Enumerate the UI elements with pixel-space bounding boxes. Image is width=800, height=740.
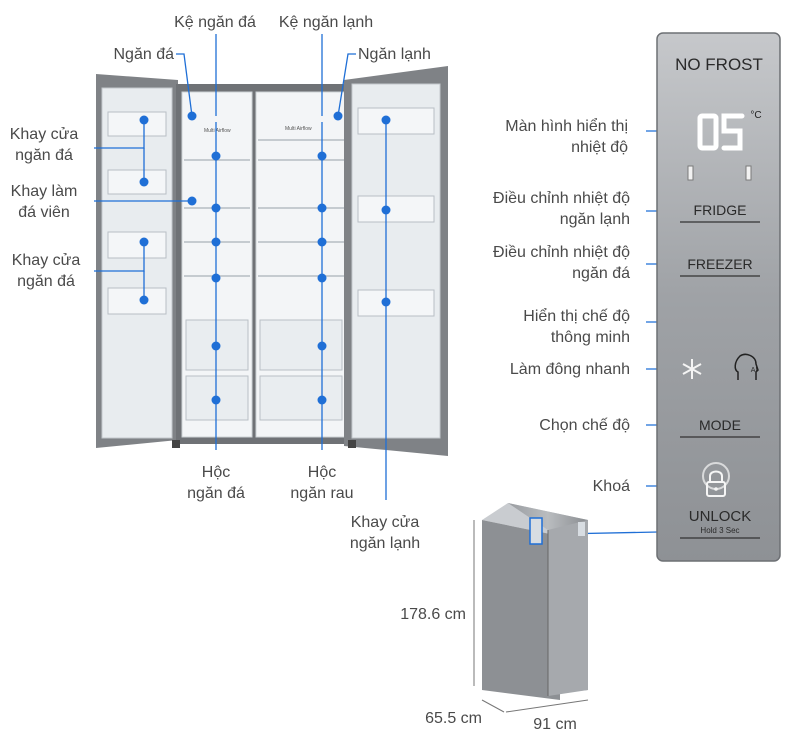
label-vegetable-drawer: Hộc ngăn rau <box>290 464 354 502</box>
temperature-display <box>697 113 745 151</box>
snowflake-icon[interactable] <box>682 359 702 379</box>
label-ice-shelf: Kệ ngăn đá <box>174 14 256 31</box>
label-mode-select: Chọn chế độ <box>539 417 630 434</box>
temperature-unit: °C <box>750 110 762 121</box>
dimension-depth: 65.5 cm <box>425 710 482 727</box>
label-lock: Khoá <box>592 478 630 495</box>
left-door-liner <box>101 87 173 439</box>
temperature-value: 05 <box>696 108 746 110</box>
right-door-liner <box>351 83 441 439</box>
label-ice-maker-tray: Khay làm đá viên <box>10 183 78 221</box>
label-freezer-adjust: Điều chỉnh nhiệt độ ngăn đá <box>493 244 630 282</box>
control-panel <box>656 32 781 562</box>
label-freezer-door-tray-bottom: Khay cửa ngăn đá <box>11 252 81 290</box>
airflow-label-left: Multi Airflow <box>204 128 231 134</box>
dimension-width: 91 cm <box>533 716 577 733</box>
lock-icon[interactable] <box>702 462 730 497</box>
brand-nofrost: NO FROST <box>675 55 763 74</box>
label-fridge-door-tray: Khay cửa ngăn lạnh <box>349 514 421 552</box>
airflow-label-right: Multi Airflow <box>285 126 312 132</box>
label-freezer-compartment: Ngăn đá <box>113 46 175 63</box>
label-fridge-shelf: Kệ ngăn lạnh <box>278 14 374 31</box>
label-fridge-adjust: Điều chỉnh nhiệt độ ngăn lạnh <box>493 190 630 228</box>
smart-ai-icon[interactable] <box>734 353 759 380</box>
unlock-hint: Hold 3 Sec <box>700 526 740 535</box>
freezer-button[interactable]: FREEZER <box>687 256 753 272</box>
fridge-exterior <box>473 503 589 713</box>
unlock-button[interactable]: UNLOCK <box>688 508 752 525</box>
label-freezer-door-tray-top: Khay cửa ngăn đá <box>9 126 79 164</box>
mode-button[interactable]: MODE <box>699 417 741 433</box>
label-display: Màn hình hiển thị nhiệt độ <box>505 118 628 156</box>
label-freezer-drawer: Hộc ngăn đá <box>187 464 245 502</box>
dimension-height: 178.6 cm <box>400 606 466 623</box>
callout-dots <box>139 111 391 405</box>
label-fridge-compartment: Ngăn lạnh <box>358 46 431 63</box>
ai-icon-label: AI <box>750 367 758 374</box>
fridge-button[interactable]: FRIDGE <box>693 202 747 218</box>
label-smart-mode: Hiển thị chế độ thông minh <box>523 308 630 346</box>
open-refrigerator: Multi Airflow Multi Airflow <box>96 66 448 456</box>
label-fast-freeze: Làm đông nhanh <box>509 361 630 378</box>
